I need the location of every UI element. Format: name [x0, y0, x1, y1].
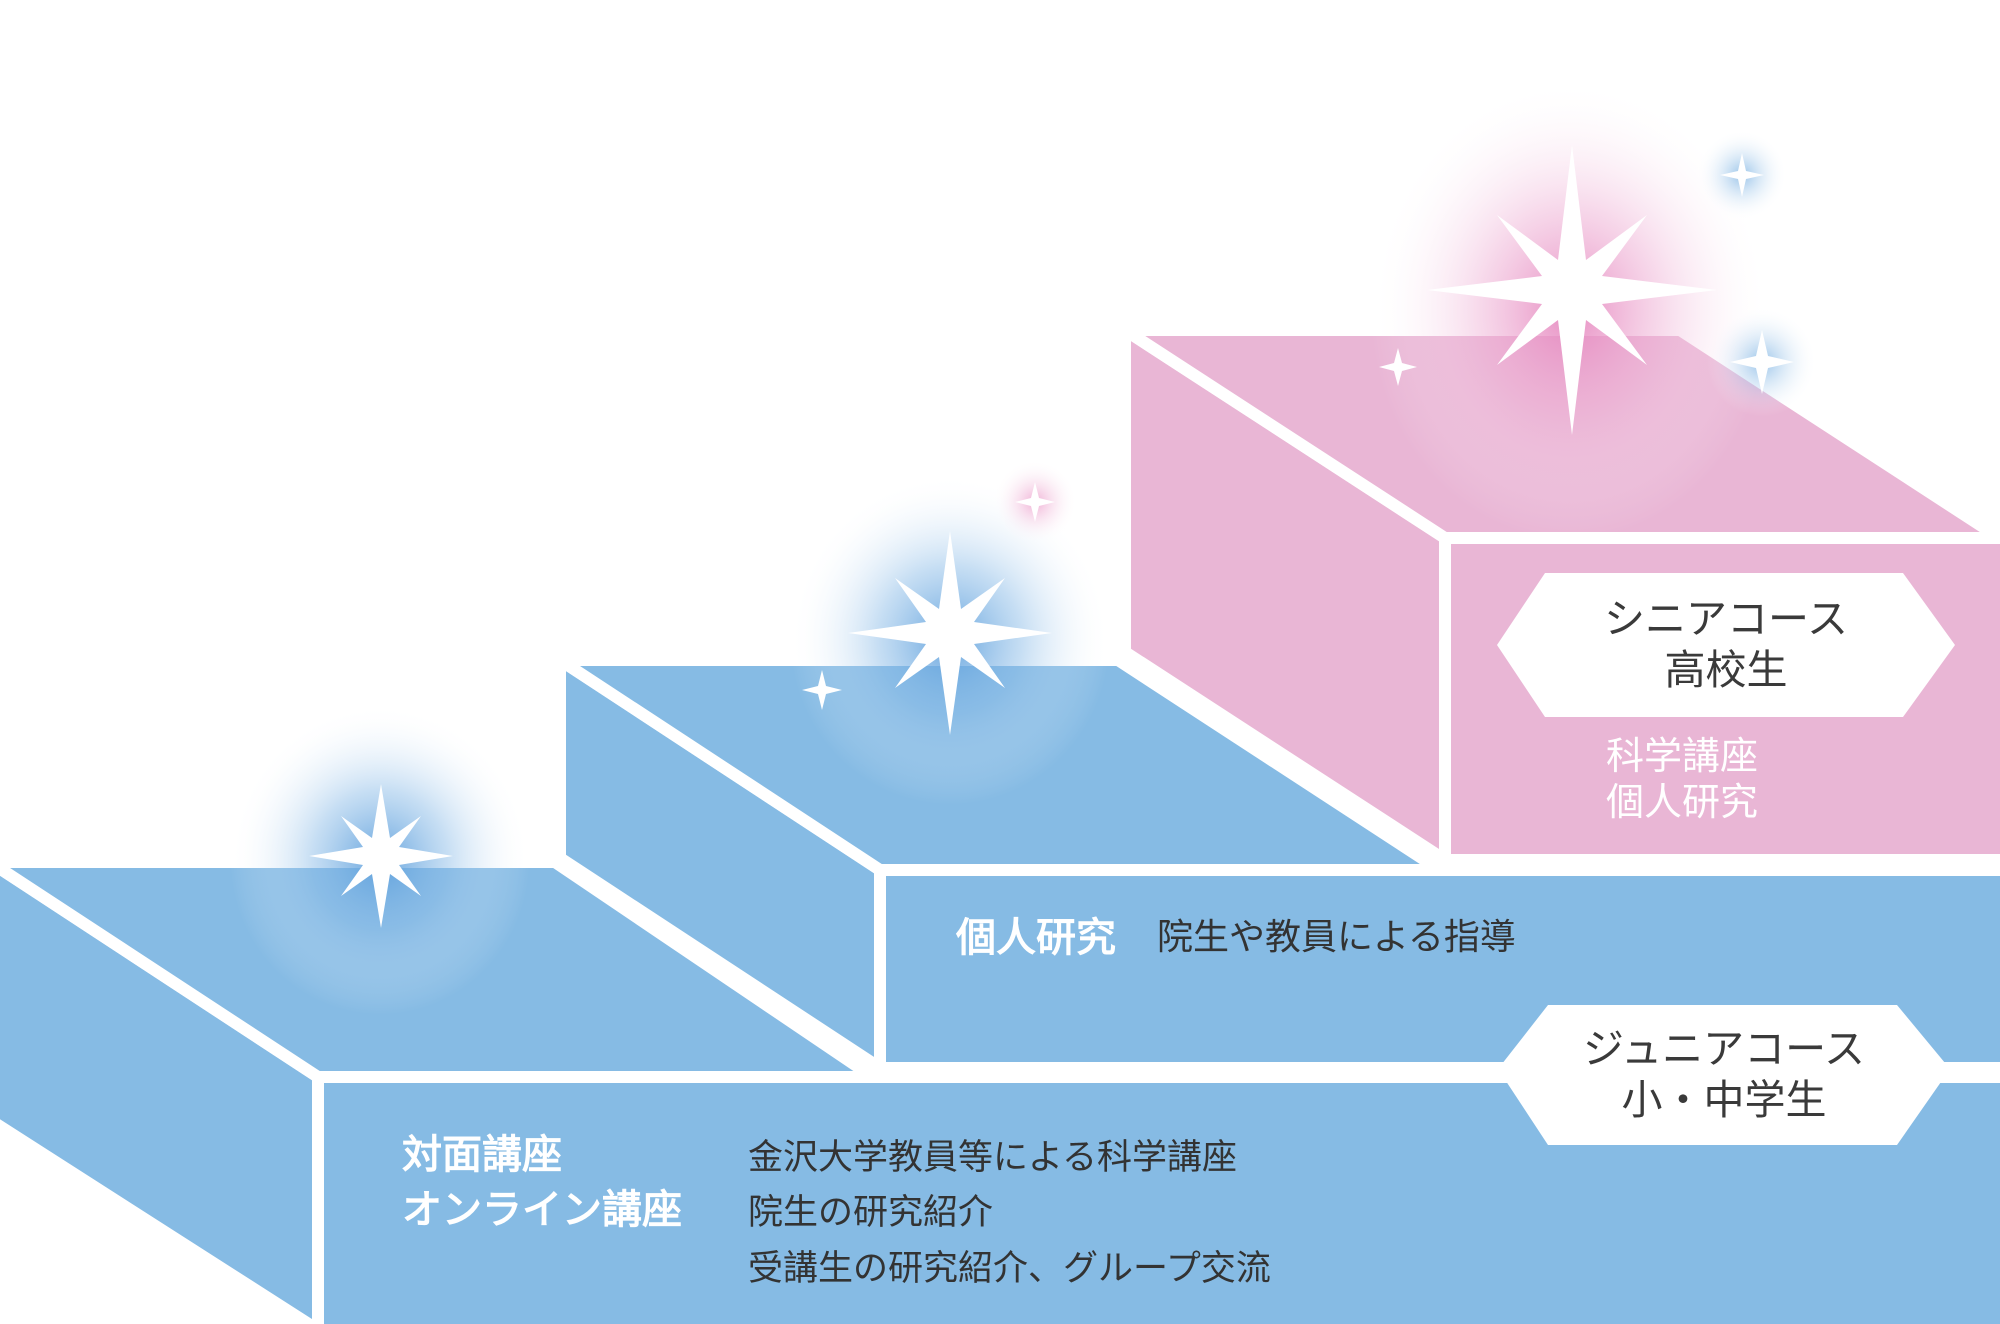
junior-badge-line1: ジュニアコース — [1582, 1025, 1866, 1073]
junior-label-line1: 対面講座 — [402, 1132, 562, 1178]
senior-badge: シニアコース 高校生 — [1497, 594, 1955, 697]
senior-badge-hexagon — [1497, 573, 1955, 717]
junior-item-2: 院生の研究紹介 — [748, 1193, 994, 1234]
sparkle-icon — [309, 784, 453, 928]
senior-content-line2: 個人研究 — [1606, 779, 1759, 824]
middle-description: 院生や教員による指導 — [1157, 917, 1516, 958]
junior-badge-line2: 小・中学生 — [1621, 1076, 1827, 1125]
junior-item-3: 受講生の研究紹介、グループ交流 — [748, 1248, 1271, 1289]
sparkle-icon — [802, 670, 842, 710]
junior-labels: 対面講座 オンライン講座 — [402, 1128, 682, 1238]
senior-badge-line1: シニアコース — [1604, 595, 1848, 643]
junior-badge: ジュニアコース 小・中学生 — [1498, 1024, 1950, 1127]
sparkle-icon — [1379, 348, 1417, 386]
sparkle-icon — [1730, 330, 1794, 394]
sparkle-icon — [1720, 153, 1764, 197]
sparkle-icon — [1015, 482, 1055, 522]
junior-label-line2: オンライン講座 — [402, 1187, 682, 1234]
sparkle-icon — [1427, 145, 1717, 435]
senior-content-line1: 科学講座 — [1606, 734, 1759, 778]
middle-title: 個人研究 — [956, 915, 1116, 961]
junior-item-1: 金沢大学教員等による科学講座 — [748, 1138, 1237, 1178]
senior-badge-line2: 高校生 — [1664, 646, 1788, 695]
senior-content: 科学講座 個人研究 — [1606, 734, 1758, 825]
junior-items: 金沢大学教員等による科学講座 院生の研究紹介 受講生の研究紹介、グループ交流 — [748, 1131, 1271, 1297]
junior-badge-hexagon — [1498, 1005, 1950, 1145]
sparkle-icon — [848, 531, 1052, 735]
